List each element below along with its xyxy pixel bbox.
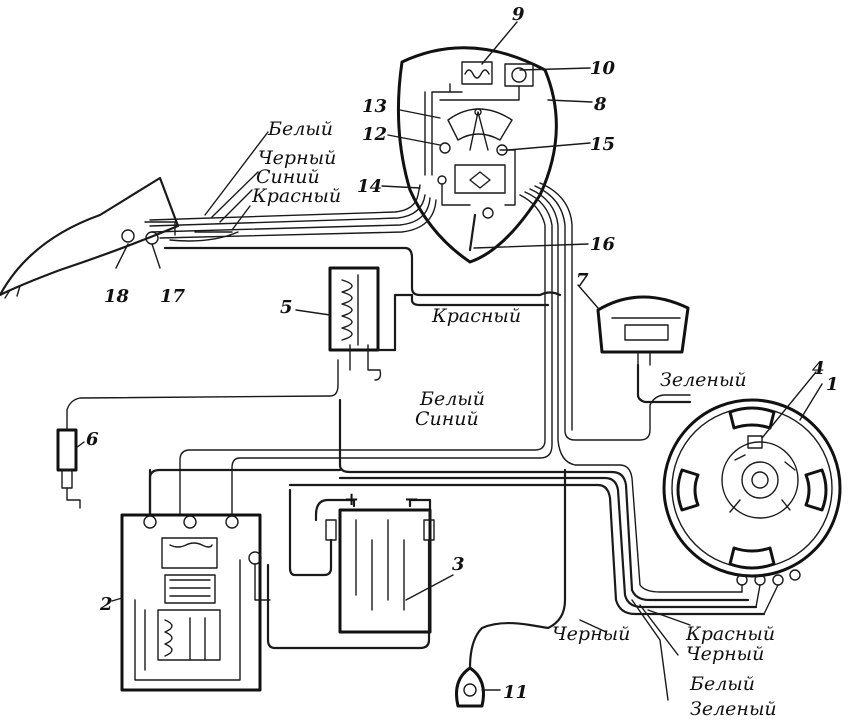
num-18: 18 bbox=[104, 286, 130, 307]
lamp-9 bbox=[461, 61, 493, 85]
num-1: 1 bbox=[826, 374, 839, 395]
label-green-br: Зеленый bbox=[690, 698, 777, 720]
num-8: 8 bbox=[593, 94, 607, 115]
battery-minus: − bbox=[404, 489, 419, 510]
num-5: 5 bbox=[280, 297, 293, 318]
relay-regulator bbox=[120, 513, 271, 692]
num-7: 7 bbox=[576, 270, 589, 291]
num-15: 15 bbox=[590, 134, 615, 155]
label-red-mid: Красный bbox=[431, 305, 521, 327]
num-4: 4 bbox=[812, 358, 825, 379]
horn-button-18 bbox=[121, 229, 135, 243]
black-wire bbox=[468, 468, 567, 670]
rear-lamp bbox=[455, 468, 567, 708]
num-17: 17 bbox=[160, 286, 186, 307]
leader-lines bbox=[75, 21, 823, 691]
armature bbox=[721, 441, 799, 519]
label-blue-top: Синий bbox=[256, 166, 320, 188]
num-11: 11 bbox=[503, 682, 528, 703]
num-14: 14 bbox=[357, 176, 382, 197]
label-red-top: Красный bbox=[251, 185, 341, 207]
switch-16 bbox=[468, 213, 477, 252]
label-black-br: Черный bbox=[686, 643, 764, 665]
num-2: 2 bbox=[99, 594, 113, 615]
label-white-center: Белый bbox=[419, 388, 485, 410]
label-red-br: Красный bbox=[685, 623, 775, 645]
num-9: 9 bbox=[512, 4, 525, 25]
label-white-top: Белый bbox=[267, 118, 333, 140]
num-6: 6 bbox=[86, 429, 99, 450]
battery bbox=[266, 488, 435, 650]
handlebar-harness bbox=[149, 131, 437, 242]
ignition-coil bbox=[328, 266, 414, 381]
green-wire bbox=[636, 363, 692, 404]
num-10: 10 bbox=[590, 58, 616, 79]
central-switch bbox=[447, 108, 513, 141]
switch-panel bbox=[454, 164, 506, 194]
handlebar bbox=[0, 176, 180, 299]
horn bbox=[596, 295, 692, 404]
num-3: 3 bbox=[452, 554, 465, 575]
terminal-12 bbox=[439, 142, 451, 154]
red-wire-mid bbox=[163, 246, 562, 297]
label-black-bottom: Черный bbox=[552, 623, 630, 645]
label-black-top: Черный bbox=[258, 147, 336, 169]
num-16: 16 bbox=[590, 234, 616, 255]
label-green-mid: Зеленый bbox=[660, 369, 747, 391]
label-blue-center: Синий bbox=[415, 408, 479, 430]
num-12: 12 bbox=[362, 124, 387, 145]
breaker-4 bbox=[747, 435, 763, 449]
generator bbox=[662, 398, 842, 586]
spark-plug bbox=[56, 359, 339, 509]
label-white-br: Белый bbox=[689, 673, 755, 695]
main-harness bbox=[148, 182, 766, 616]
battery-plus: + bbox=[344, 489, 359, 510]
num-13: 13 bbox=[362, 96, 387, 117]
headlamp-housing bbox=[396, 46, 558, 264]
